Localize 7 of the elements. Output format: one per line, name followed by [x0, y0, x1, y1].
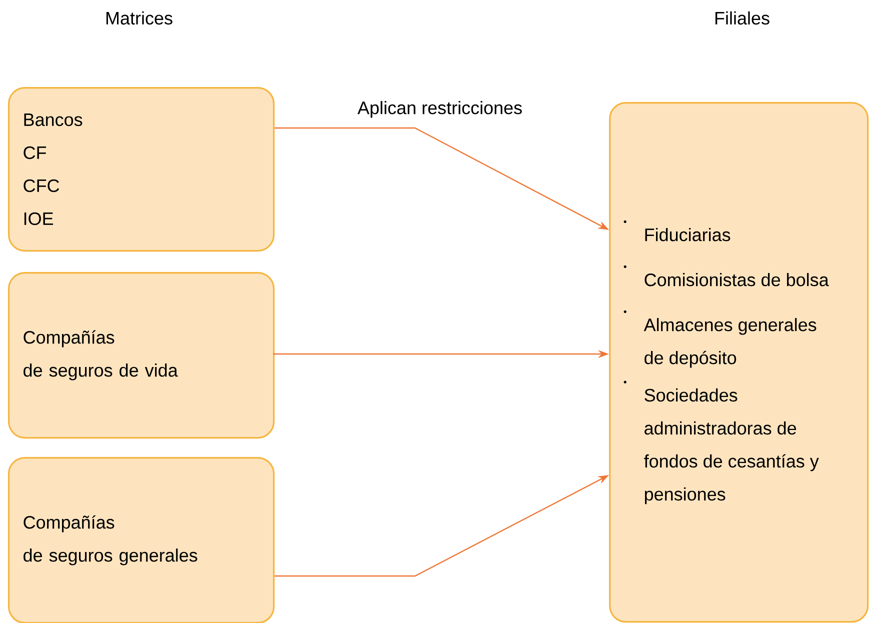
column-heading: Matrices — [106, 11, 172, 25]
rounded-box: Bancos CF CFC IOE — [8, 87, 275, 252]
rounded-box: Compañías de seguros de vida — [8, 272, 275, 439]
rounded-box: Fiduciarias Comisionistas de bolsa Almacenes generales de depósito Sociedades administradoras de fondos de cesantías y pensiones — [609, 102, 869, 623]
edge-label: Aplican restricciones — [355, 99, 525, 120]
column-heading: Filiales — [715, 11, 770, 25]
rounded-box: Compañías de seguros generales — [8, 457, 275, 623]
